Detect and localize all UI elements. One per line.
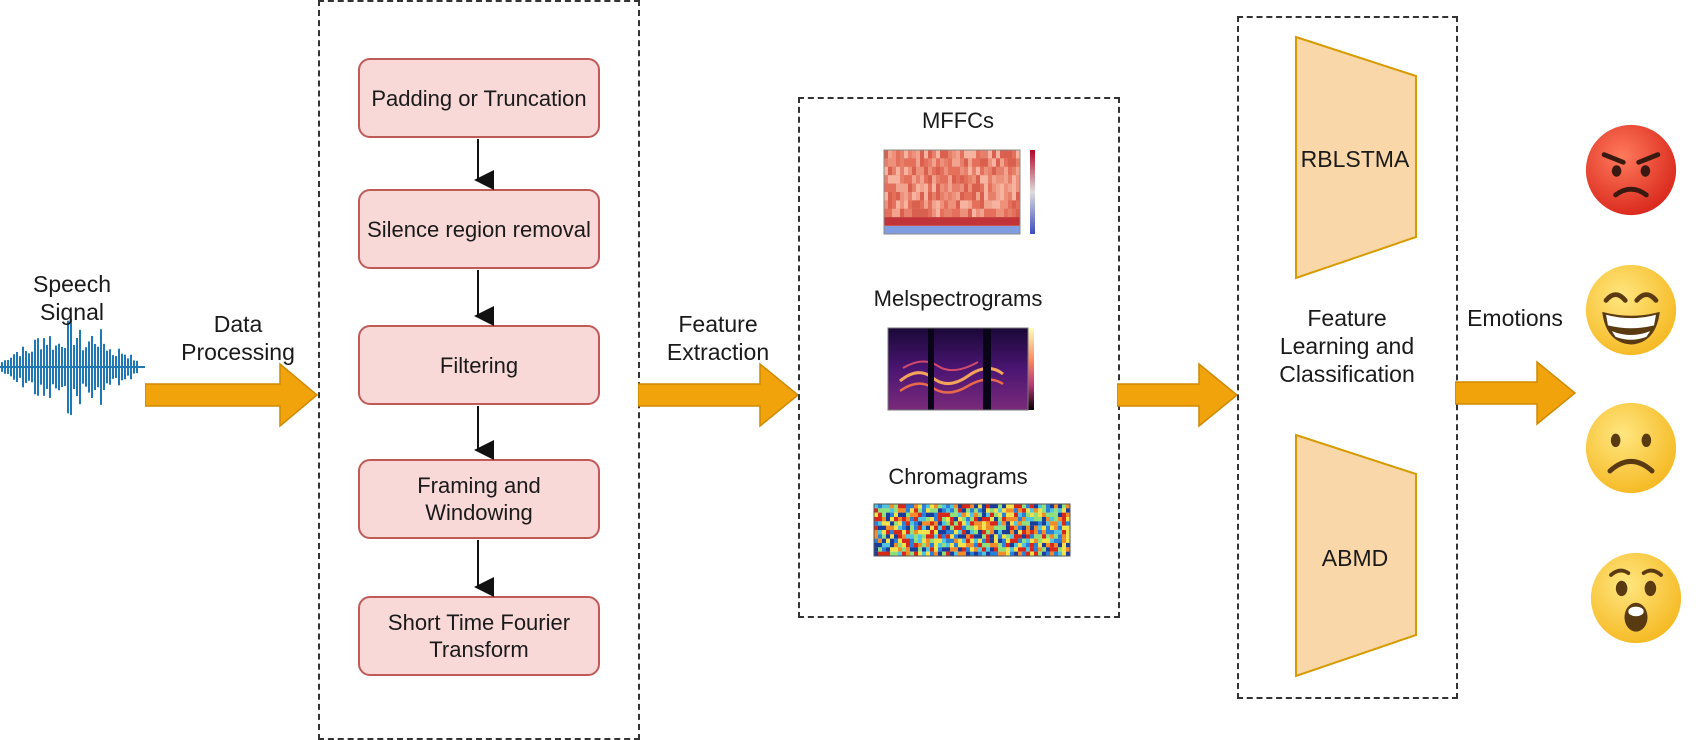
features-group xyxy=(798,97,1120,618)
feature-learning-label: Feature Learning and Classification xyxy=(1279,305,1415,387)
classification-group xyxy=(1237,16,1458,699)
melspectrogram-image xyxy=(887,327,1034,411)
frowning-face-icon xyxy=(1585,402,1677,494)
arrow-emotions xyxy=(1455,360,1577,426)
surprised-face-icon xyxy=(1590,552,1682,644)
feature-extraction-label: Feature Extraction xyxy=(666,311,770,365)
step-connectors xyxy=(474,139,494,597)
speech-waveform xyxy=(0,318,145,416)
step-silence-removal: Silence region removal xyxy=(358,189,600,269)
melspectrograms-title: Melspectrograms xyxy=(873,286,1043,311)
model-abmd-label: ABMD xyxy=(1321,545,1389,571)
mffcs-image xyxy=(883,149,1035,235)
preprocessing-group xyxy=(318,0,640,740)
mffcs-title: MFFCs xyxy=(921,108,995,133)
arrow-feature-extraction xyxy=(638,362,800,428)
model-rblstma-shape xyxy=(1295,35,1417,280)
chromagram-image xyxy=(873,503,1071,557)
arrow-data-processing xyxy=(145,362,319,428)
model-abmd-shape xyxy=(1295,433,1417,678)
emotions-label: Emotions xyxy=(1467,305,1563,331)
data-processing-label: Data Processing xyxy=(181,311,295,365)
step-stft: Short Time Fourier Transform xyxy=(358,596,600,676)
step-framing-windowing: Framing and Windowing xyxy=(358,459,600,539)
grinning-face-icon xyxy=(1585,264,1677,356)
speech-signal-label: Speech Signal xyxy=(32,271,111,325)
model-rblstma-label: RBLSTMA xyxy=(1300,146,1410,172)
angry-face-icon xyxy=(1585,124,1677,216)
step-padding: Padding or Truncation xyxy=(358,58,600,138)
arrow-to-classification xyxy=(1117,362,1239,428)
step-filtering: Filtering xyxy=(358,325,600,405)
chromagrams-title: Chromagrams xyxy=(888,464,1028,489)
